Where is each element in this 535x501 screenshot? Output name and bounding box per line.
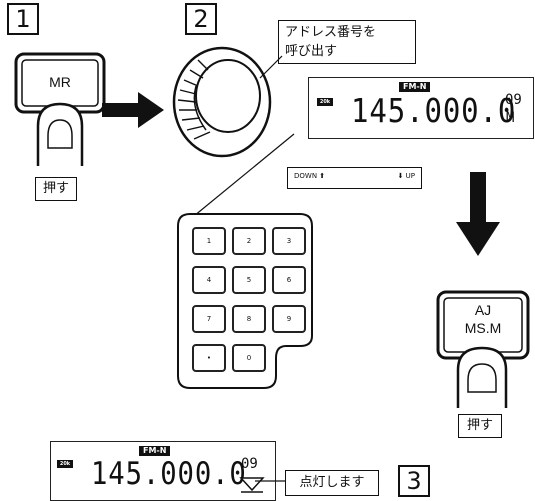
keypad-key-8[interactable]: 8 (232, 305, 266, 333)
aj-button-label-bottom: MS.M (464, 320, 502, 336)
keypad-key-9[interactable]: 9 (272, 305, 306, 333)
bottom-lcd-mode: FM-N (139, 446, 171, 456)
dial-caption-leader (259, 55, 283, 79)
top-lcd-display: FM-N 20k 145.000.0 09 M (308, 77, 534, 139)
top-lcd-channel: 09 (505, 92, 522, 108)
dial-knob-icon (172, 46, 272, 158)
bottom-lcd-step-tag: 20k (57, 460, 73, 468)
indicator-caption: 点灯します (285, 470, 379, 496)
keypad-key-6[interactable]: 6 (272, 266, 306, 294)
bottom-lcd-display: FM-N 20k 145.000.0 09 (50, 441, 276, 501)
keypad-key-5[interactable]: 5 (232, 266, 266, 294)
keypad-key-2[interactable]: 2 (232, 227, 266, 255)
top-lcd-step-tag: 20k (317, 98, 333, 106)
bottom-lcd-channel: 09 (241, 456, 258, 472)
arrow-right-icon (102, 92, 164, 128)
step-number-3: 3 (398, 465, 430, 497)
keypad-key-7[interactable]: 7 (192, 305, 226, 333)
top-lcd-mode: FM-N (399, 82, 431, 92)
updown-lever[interactable]: DOWN ⬆ ⬇ UP (287, 167, 422, 189)
keypad-key-dot[interactable]: • (192, 344, 226, 372)
top-lcd-frequency: 145.000.0 (351, 91, 517, 130)
keypad-key-3[interactable]: 3 (272, 227, 306, 255)
keypad-leader-line (193, 133, 295, 217)
up-label: ⬇ UP (397, 172, 415, 180)
keypad-key-1[interactable]: 1 (192, 227, 226, 255)
step-number-2: 2 (185, 3, 217, 35)
bottom-lcd-frequency: 145.000.0 (91, 456, 247, 492)
step-number-1: 1 (7, 3, 39, 35)
top-lcd-memory-flag: M (506, 110, 515, 126)
down-label: DOWN ⬆ (294, 172, 326, 180)
mr-button-label: MR (49, 74, 71, 90)
mr-button-illustration (14, 52, 106, 166)
arrow-down-icon (456, 172, 500, 256)
keypad-key-4[interactable]: 4 (192, 266, 226, 294)
dial-caption: アドレス番号を 呼び出す (278, 20, 416, 64)
keypad-key-0[interactable]: 0 (232, 344, 266, 372)
aj-button-illustration (436, 290, 530, 408)
mr-press-caption: 押す (35, 177, 77, 201)
aj-press-caption: 押す (458, 414, 502, 438)
aj-button-label-top: AJ (474, 302, 492, 318)
indicator-leader-line (255, 480, 287, 482)
